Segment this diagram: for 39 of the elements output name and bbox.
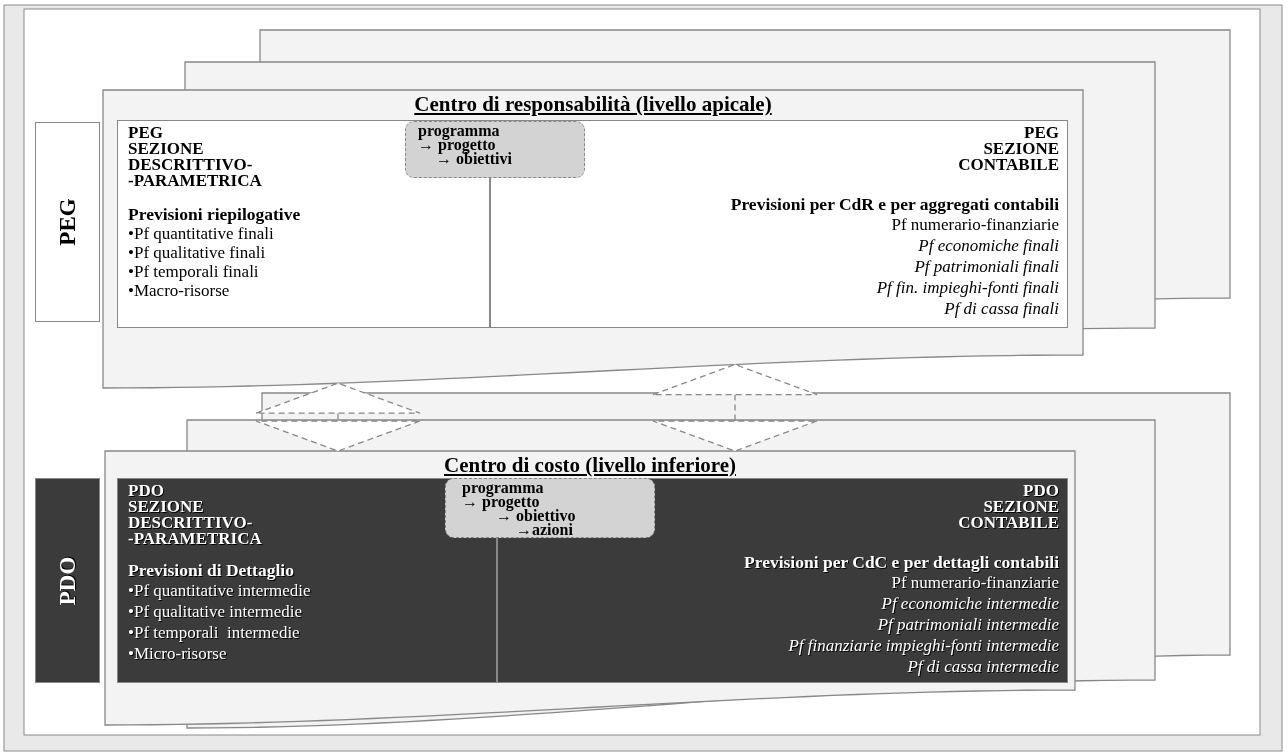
flow-box	[445, 478, 655, 538]
section-heading: PEG SEZIONE CONTABILE	[958, 125, 1059, 173]
section-heading: PEG SEZIONE DESCRITTIVO- -PARAMETRICA	[128, 125, 262, 189]
forecast-item: •Pf temporali intermedie	[128, 622, 300, 643]
double-arrow	[255, 382, 421, 452]
forecast-item: Pf economiche finali	[918, 235, 1059, 256]
forecast-item: •Pf quantitative finali	[128, 224, 274, 243]
side-label-box	[35, 478, 100, 683]
forecast-item: •Pf qualitative finali	[128, 243, 266, 262]
flow-step: programma	[462, 479, 544, 496]
frame-title: Centro di costo (livello inferiore)	[444, 453, 736, 477]
side-label: PDO	[54, 556, 81, 605]
forecast-item: •Pf quantitative intermedie	[128, 580, 311, 601]
forecast-item: Pf economiche intermedie	[881, 593, 1059, 614]
side-label: PEG	[54, 198, 81, 246]
section-heading: PDO SEZIONE DESCRITTIVO- -PARAMETRICA	[128, 483, 262, 547]
forecast-heading: Previsioni per CdR e per aggregati contabili	[730, 195, 1059, 214]
forecast-item: Pf numerario-finanziarie	[891, 214, 1059, 235]
forecast-heading: Previsioni per CdC e per dettagli contabili	[744, 553, 1059, 572]
forecast-item: Pf di cassa intermedie	[907, 656, 1059, 677]
forecast-item: •Micro-risorse	[128, 643, 227, 664]
flow-box	[405, 121, 585, 178]
forecast-item: Pf numerario-finanziarie	[891, 572, 1059, 593]
forecast-item: Pf patrimoniali intermedie	[877, 614, 1059, 635]
side-label-box	[35, 122, 100, 322]
section-heading: PDO SEZIONE CONTABILE	[958, 483, 1059, 531]
flow-step: →azioni	[516, 521, 573, 538]
frame-title: Centro di responsabilità (livello apicale)	[414, 92, 772, 116]
forecast-item: Pf finanziarie impieghi-fonti intermedie	[788, 635, 1059, 656]
forecast-item: Pf di cassa finali	[944, 298, 1059, 319]
flow-step: programma	[418, 122, 500, 139]
forecast-heading: Previsioni di Dettaglio	[128, 561, 294, 580]
forecast-item: •Pf temporali finali	[128, 262, 259, 281]
forecast-item: •Pf qualitative intermedie	[128, 601, 302, 622]
forecast-item: •Macro-risorse	[128, 281, 230, 300]
double-arrow	[652, 363, 818, 452]
forecast-heading: Previsioni riepilogative	[128, 205, 301, 224]
forecast-item: Pf patrimoniali finali	[914, 256, 1059, 277]
forecast-item: Pf fin. impieghi-fonti finali	[876, 277, 1059, 298]
